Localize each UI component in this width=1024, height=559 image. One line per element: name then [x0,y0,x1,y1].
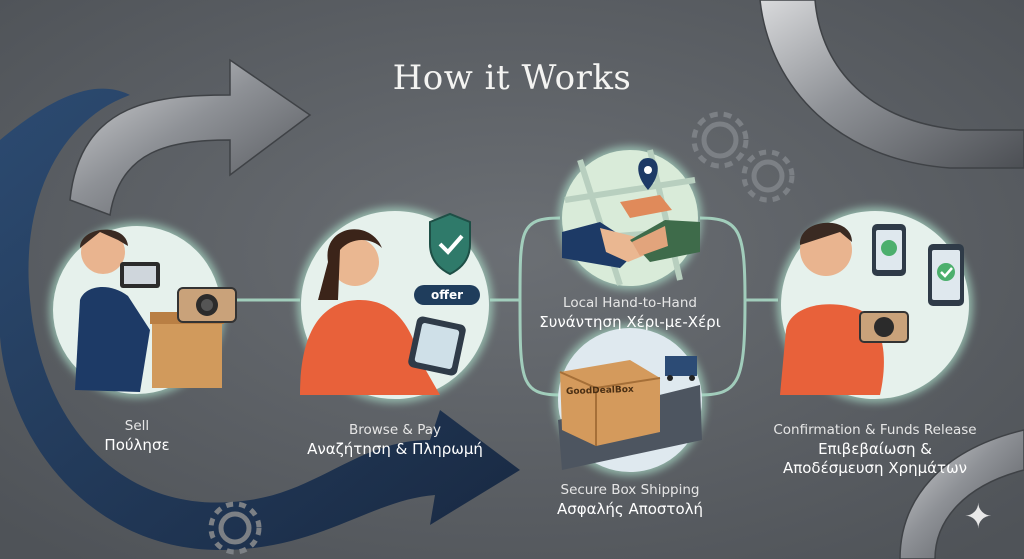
step-sell-title-en: Sell [124,418,150,434]
offer-badge: offer [414,285,480,305]
step-shipping-title-en: Secure Box Shipping [560,482,700,498]
step-confirm-title-en: Confirmation & Funds Release [773,422,977,438]
step-local-title-en: Local Hand-to-Hand [563,295,697,311]
check-icon [881,240,897,256]
step-shipping-label: Secure Box Shipping Ασφαλής Αποστολή [525,481,735,519]
metal-arc-icon [759,0,1024,169]
step-sell-illustration [49,222,237,398]
navy-swoosh-icon [0,88,520,550]
metal-arc-bottom-icon [899,429,1024,559]
step-confirm-label: Confirmation & Funds Release Επιβεβαίωση… [752,421,998,478]
step-local-label: Local Hand-to-Hand Συνάντηση Χέρι-με-Χέρ… [525,294,735,332]
metal-arrow-icon [69,58,312,217]
step-browse-title-en: Browse & Pay [348,422,442,438]
step-sell-label: Sell Πούλησε [77,417,197,455]
step-browse-label: Browse & Pay Αναζήτηση & Πληρωμή [285,421,505,459]
step-sell-title-gr: Πούλησε [104,436,170,454]
gear-icon [208,111,795,555]
step-confirm-title-gr-1: Επιβεβαίωση & [818,440,932,458]
step-local-illustration [558,146,702,290]
step-confirm-illustration [777,207,973,403]
step-browse-title-gr: Αναζήτηση & Πληρωμή [307,440,483,458]
step-shipping-title-gr: Ασφαλής Αποστολή [556,500,704,518]
step-shipping-illustration [554,324,706,476]
shield-check-icon [429,212,471,276]
step-confirm-title-gr-2: Αποδέσμευση Χρημάτων [782,459,968,477]
step-browse-illustration [297,207,493,403]
step-local-title-gr: Συνάντηση Χέρι-με-Χέρι [539,313,721,331]
page-title: How it Works [392,58,632,98]
sparkle-icon: ✦ [964,497,993,537]
